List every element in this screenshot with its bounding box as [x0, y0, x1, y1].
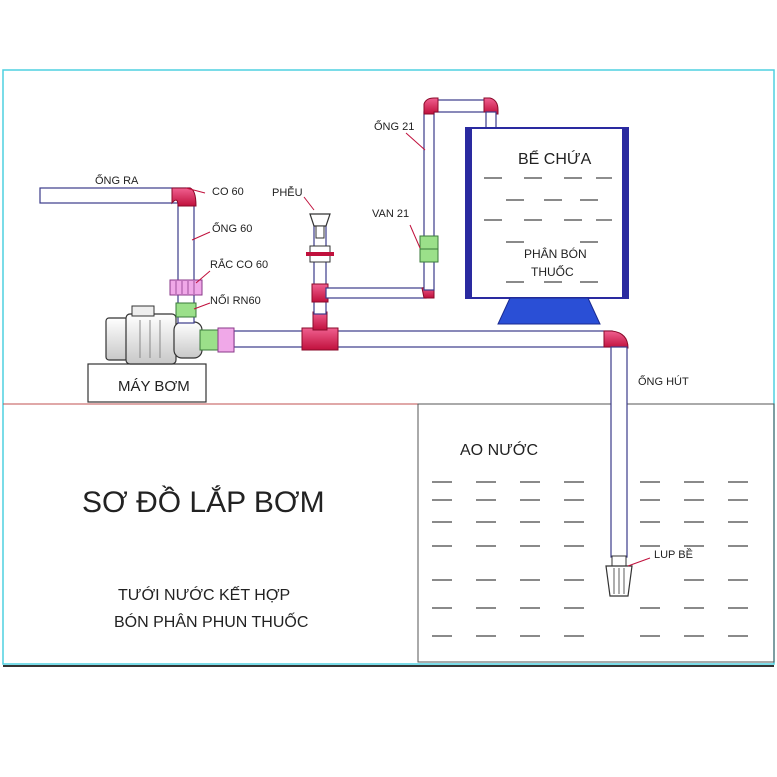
tank-liquid-lines: [484, 177, 612, 283]
diagram-subtitle-2: BÓN PHÂN PHUN THUỐC: [114, 611, 308, 631]
main-suction-pipe: [233, 330, 613, 348]
leader-lines: [185, 132, 651, 567]
inlet-union-pink: [217, 327, 235, 353]
label-thuoc: THUỐC: [531, 264, 574, 279]
label-ong-21: ỐNG 21: [374, 119, 414, 133]
pipe-ong-21-top: [429, 99, 491, 113]
storage-tank: [465, 127, 629, 299]
outlet-pipe-horizontal: [39, 187, 191, 204]
funnel-pheu: [309, 213, 331, 227]
diagram-frame: [2, 69, 775, 665]
label-co-60: CO 60: [212, 186, 244, 198]
label-may-bom: MÁY BƠM: [118, 378, 190, 395]
diagram-subtitle-1: TƯỚI NƯỚC KẾT HỢP: [118, 585, 290, 604]
label-lup-be: LUP BỀ: [654, 548, 693, 561]
inlet-coupling-green: [199, 329, 219, 351]
label-pheu: PHỄU: [272, 186, 303, 199]
diagram-title: SƠ ĐỒ LẮP BƠM: [82, 485, 325, 519]
label-noi-rn60: NỐI RN60: [210, 293, 261, 307]
label-ao-nuoc: AO NƯỚC: [460, 440, 538, 459]
label-ong-60: ỐNG 60: [212, 221, 252, 235]
label-ong-hut: ỐNG HÚT: [638, 374, 689, 388]
label-rac-co-60: RẮC CO 60: [210, 258, 268, 271]
pond: [417, 403, 775, 663]
pond-water-lines: [432, 481, 748, 637]
suction-elbow: [603, 330, 629, 349]
label-van-21: VAN 21: [372, 208, 409, 220]
branch-pipe-horizontal: [325, 287, 427, 299]
label-phan-bon: PHÂN BÓN: [524, 246, 587, 261]
label-ong-ra: ỐNG RA: [95, 173, 139, 187]
suction-pipe-ong-hut: [610, 346, 628, 558]
main-tee: [301, 327, 339, 351]
label-be-chua: BỂ CHỨA: [518, 149, 592, 168]
pipe-ong-21-vertical: [423, 111, 435, 291]
coupling-noi-rn60: [175, 302, 197, 318]
tank-stand: [497, 297, 601, 325]
pump-base: [87, 363, 207, 403]
